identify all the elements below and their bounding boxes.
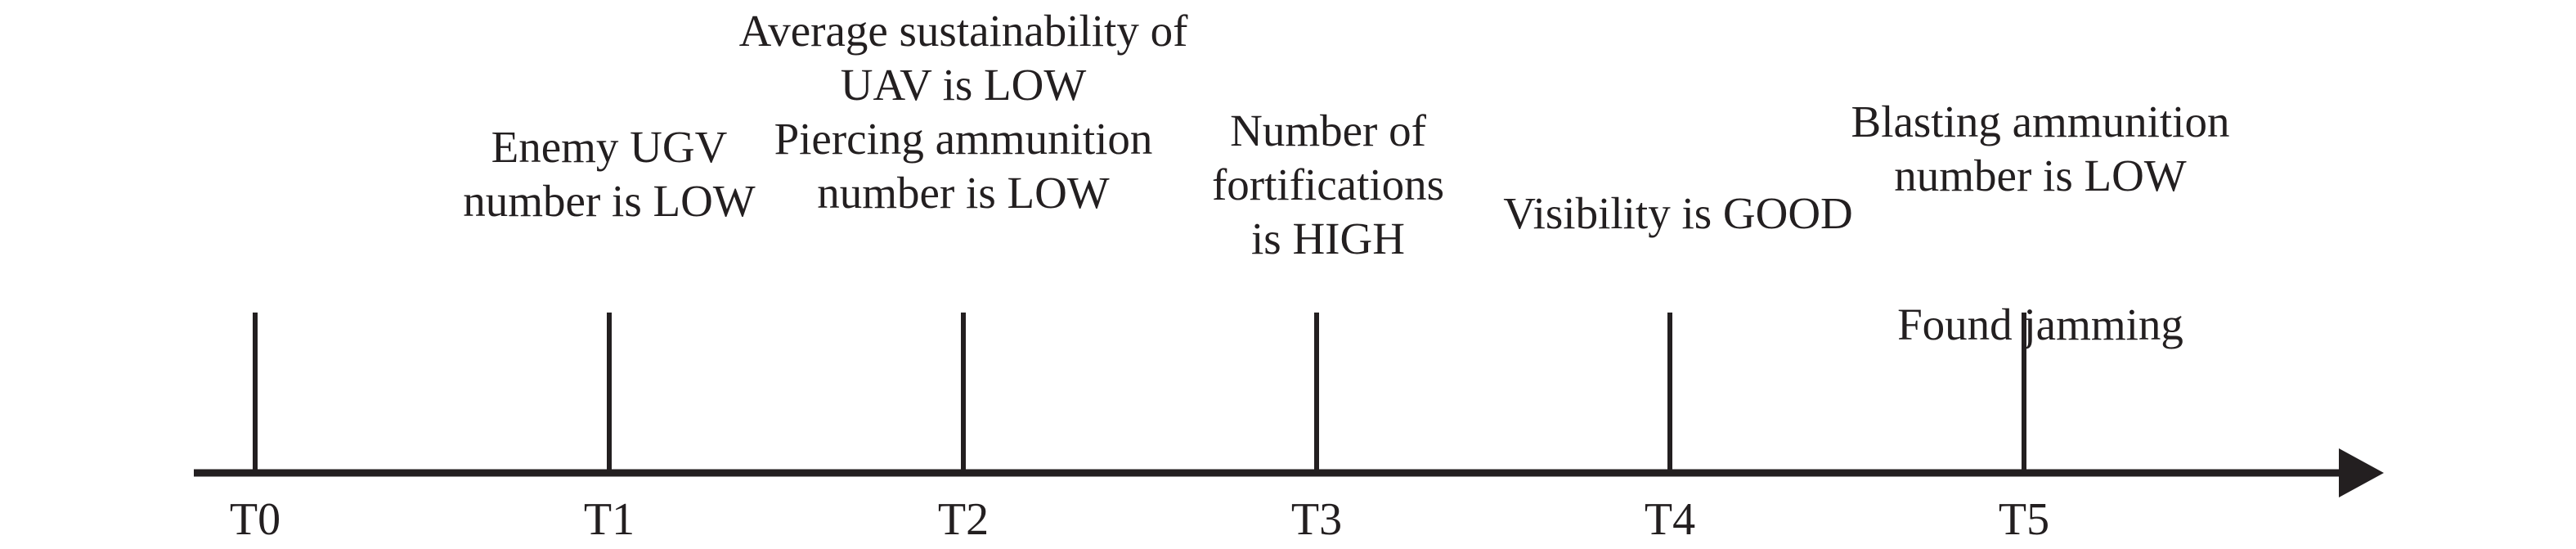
- time-label-t0: T0: [230, 494, 280, 545]
- time-label-t4: T4: [1645, 494, 1695, 545]
- event-annotation-t5: Blasting ammunition: [1851, 97, 2230, 146]
- event-annotation-t3: Number of: [1230, 106, 1426, 155]
- event-annotation-t3: fortifications: [1212, 160, 1444, 209]
- event-annotation-t3: is HIGH: [1251, 214, 1405, 263]
- time-label-t1: T1: [584, 494, 635, 545]
- event-annotation-t1: Enemy UGV: [491, 122, 728, 172]
- time-label-t2: T2: [938, 494, 989, 545]
- axis-arrow-icon: [2339, 448, 2384, 497]
- event-annotation-t5: number is LOW: [1894, 151, 2187, 200]
- time-label-t3: T3: [1291, 494, 1342, 545]
- event-annotation-t2: number is LOW: [817, 168, 1110, 218]
- event-annotation-t2: UAV is LOW: [841, 60, 1087, 110]
- event-annotation-t2: Piercing ammunition: [774, 114, 1153, 164]
- event-annotation-t2: Average sustainability of: [739, 6, 1189, 56]
- event-annotation-t1: number is LOW: [463, 176, 756, 226]
- event-annotation-t4: Visibility is GOOD: [1503, 188, 1853, 238]
- time-label-t5: T5: [1999, 494, 2049, 545]
- event-annotation-t5: Found jamming: [1897, 299, 2183, 349]
